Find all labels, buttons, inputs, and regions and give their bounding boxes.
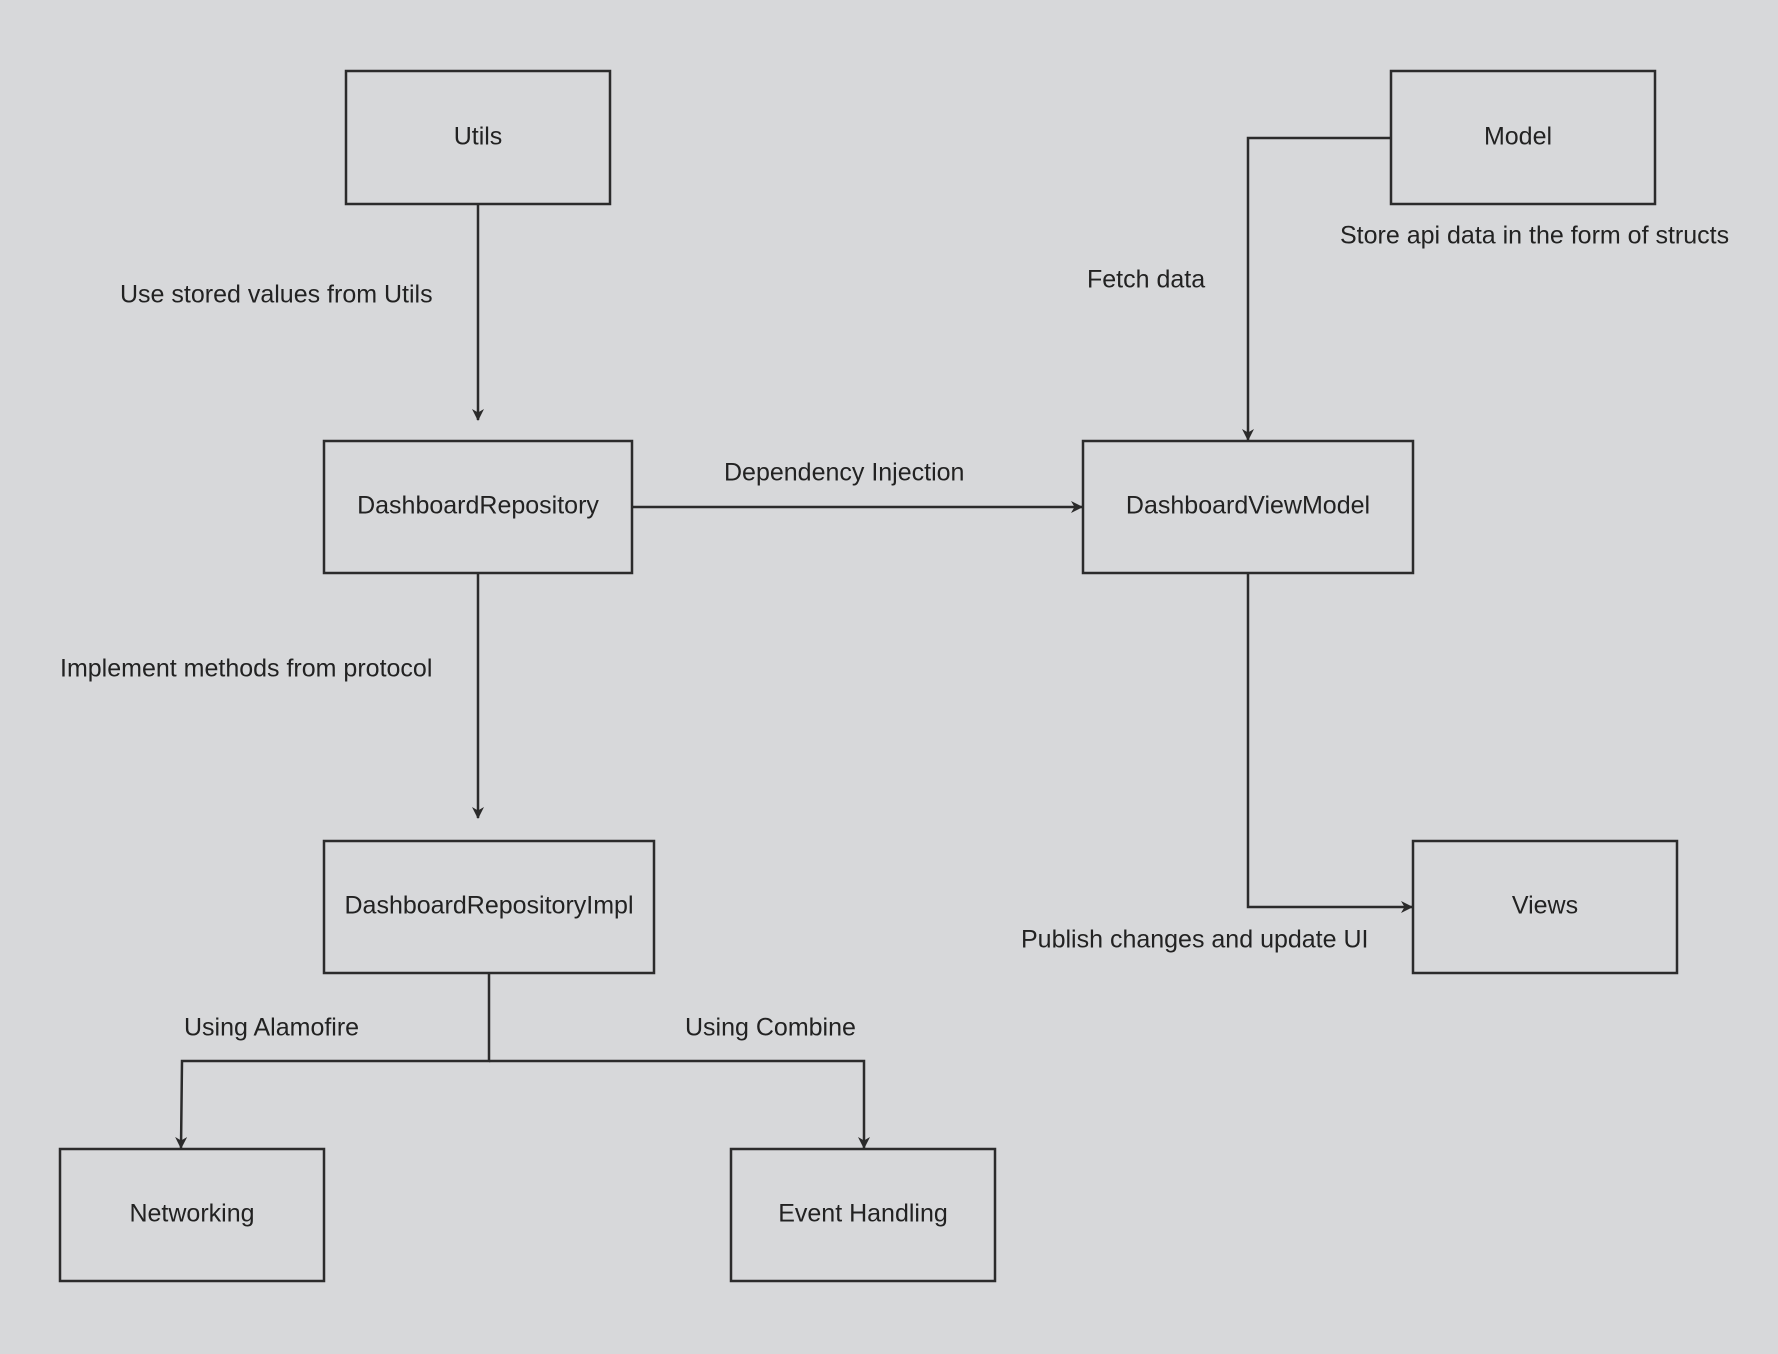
node-model: Model [1389, 69, 1657, 206]
node-dashboard-repository-impl: DashboardRepositoryImpl [322, 839, 656, 975]
node-dashboard-repository-label: DashboardRepository [357, 492, 599, 520]
node-networking: Networking [58, 1147, 326, 1283]
label-fetch-data: Fetch data [1087, 266, 1205, 294]
edge-impl-to-networking [175, 973, 491, 1149]
node-networking-label: Networking [129, 1200, 254, 1228]
label-using-alamofire: Using Alamofire [184, 1014, 359, 1042]
node-views-label: Views [1512, 892, 1578, 920]
edge-impl-to-event-handling [489, 1059, 870, 1149]
label-use-stored-values: Use stored values from Utils [120, 281, 433, 309]
label-using-combine: Using Combine [685, 1014, 856, 1042]
node-utils-label: Utils [454, 123, 503, 151]
node-dashboard-repository-impl-label: DashboardRepositoryImpl [344, 892, 633, 920]
node-dashboard-view-model: DashboardViewModel [1081, 439, 1415, 575]
edge-model-to-viewmodel [1242, 136, 1391, 441]
node-model-label: Model [1484, 123, 1552, 151]
label-implement-methods: Implement methods from protocol [60, 655, 432, 683]
label-publish-changes: Publish changes and update UI [1021, 926, 1368, 954]
node-views: Views [1411, 839, 1679, 975]
edge-viewmodel-to-views [1246, 573, 1413, 913]
node-dashboard-repository: DashboardRepository [322, 439, 634, 575]
node-dashboard-view-model-label: DashboardViewModel [1126, 492, 1370, 520]
node-event-handling-label: Event Handling [778, 1200, 948, 1228]
label-dependency-injection: Dependency Injection [724, 459, 964, 487]
node-utils: Utils [344, 69, 612, 206]
node-event-handling: Event Handling [729, 1147, 997, 1283]
label-store-api-data: Store api data in the form of structs [1340, 222, 1729, 250]
